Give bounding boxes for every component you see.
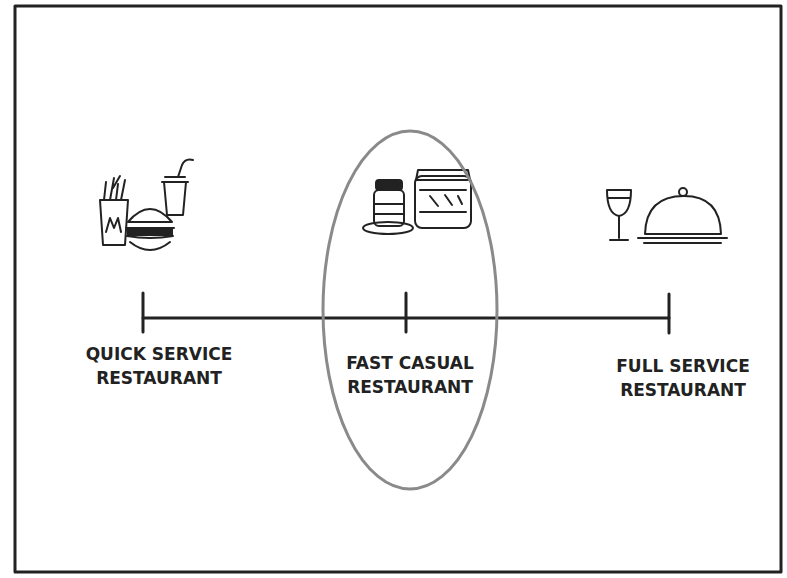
container: [415, 176, 471, 228]
category-label: FAST CASUAL RESTAURANT: [340, 351, 480, 399]
drink-straw: [178, 160, 193, 177]
wine-stem: [610, 216, 628, 240]
jar-lid: [376, 180, 402, 190]
fries-box: [100, 200, 128, 245]
jar-label: [374, 204, 404, 214]
full-service-icon: [607, 188, 727, 243]
burger-patty: [128, 229, 172, 235]
burger-layers: [126, 228, 174, 250]
fries-logo: [106, 218, 121, 232]
tray: [638, 238, 727, 243]
burger-bun: [128, 209, 172, 222]
fast-casual-icon: [363, 170, 471, 234]
frame: [15, 6, 781, 572]
cloche-knob: [679, 188, 687, 196]
wine-glass: [607, 190, 631, 216]
category-label: QUICK SERVICE RESTAURANT: [84, 342, 234, 390]
oval-shape: [323, 131, 497, 489]
jar: [374, 190, 404, 226]
wine-level: [608, 197, 630, 199]
cloche: [645, 196, 721, 234]
sketches: [15, 6, 781, 572]
drink-cup: [164, 182, 186, 215]
highlight-oval: FAST CASUAL RESTAURANT: [320, 128, 500, 492]
plate: [363, 222, 413, 234]
category-label: FULL SERVICE RESTAURANT: [608, 354, 758, 402]
axis-tick: [668, 294, 671, 333]
oval-outline: [320, 128, 500, 492]
container-hatch: [420, 190, 466, 212]
drink-lid: [162, 177, 188, 182]
axis-tick: [405, 293, 408, 332]
fries: [104, 176, 125, 200]
container-lid: [416, 170, 470, 180]
fast-food-icon: [100, 160, 193, 250]
axis-tick: [142, 293, 145, 332]
